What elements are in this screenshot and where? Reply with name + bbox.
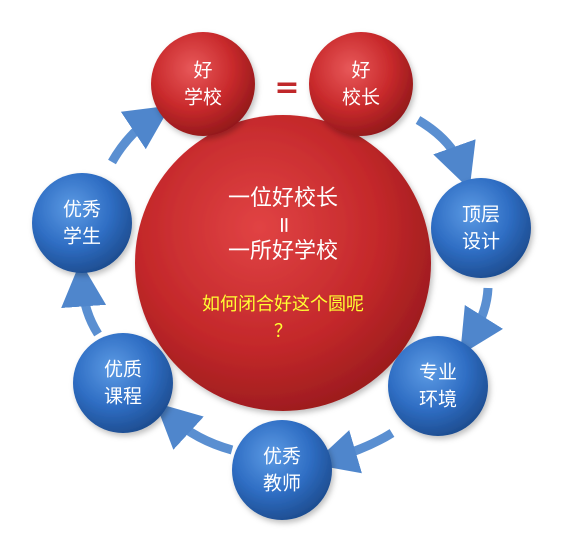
center-question-line-2: ？ — [274, 321, 292, 342]
arrow-students-to-school — [108, 105, 171, 165]
node-excellent-teachers — [232, 420, 332, 520]
node-good-principal-line-1: 好 — [351, 60, 370, 82]
node-good-school-line-1: 好 — [193, 60, 212, 82]
node-quality-courses-line-1: 优质 — [104, 359, 142, 381]
arrow-courses-to-students — [61, 261, 107, 337]
node-quality-courses-line-2: 课程 — [104, 386, 142, 408]
node-excellent-students — [32, 173, 132, 273]
node-excellent-students-line-2: 学生 — [63, 226, 101, 248]
node-excellent-teachers-line-2: 教师 — [263, 473, 301, 495]
center-line-1: 一位好校长 — [228, 186, 338, 211]
cycle-arrows — [61, 105, 504, 474]
node-professional-environment — [388, 336, 488, 436]
center-text-group: 一位好校长 = 一所好学校 如何闭合好这个圆呢 ？ — [202, 186, 364, 342]
node-good-school — [151, 32, 255, 136]
node-quality-courses — [73, 333, 173, 433]
arrow-design-to-environment — [460, 287, 504, 356]
top-equals-sign: = — [274, 71, 299, 106]
center-equals: = — [271, 216, 296, 234]
node-top-design-line-1: 顶层 — [462, 204, 500, 226]
node-top-design — [431, 178, 531, 278]
node-good-principal — [309, 32, 413, 136]
node-excellent-teachers-line-1: 优秀 — [263, 446, 301, 468]
node-professional-environment-line-1: 专业 — [419, 362, 457, 384]
arrow-teachers-to-courses — [155, 402, 234, 455]
node-good-principal-line-2: 校长 — [342, 87, 380, 109]
node-top-design-line-2: 设计 — [462, 231, 500, 253]
node-professional-environment-line-2: 环境 — [419, 389, 457, 411]
arrow-principal-to-design — [415, 116, 476, 190]
arrow-environment-to-teachers — [312, 429, 395, 474]
center-line-2: 一所好学校 — [228, 239, 338, 264]
center-circle — [135, 115, 431, 411]
node-good-school-line-2: 学校 — [184, 87, 222, 109]
node-excellent-students-line-1: 优秀 — [63, 199, 101, 221]
center-question-line-1: 如何闭合好这个圆呢 — [202, 294, 364, 315]
